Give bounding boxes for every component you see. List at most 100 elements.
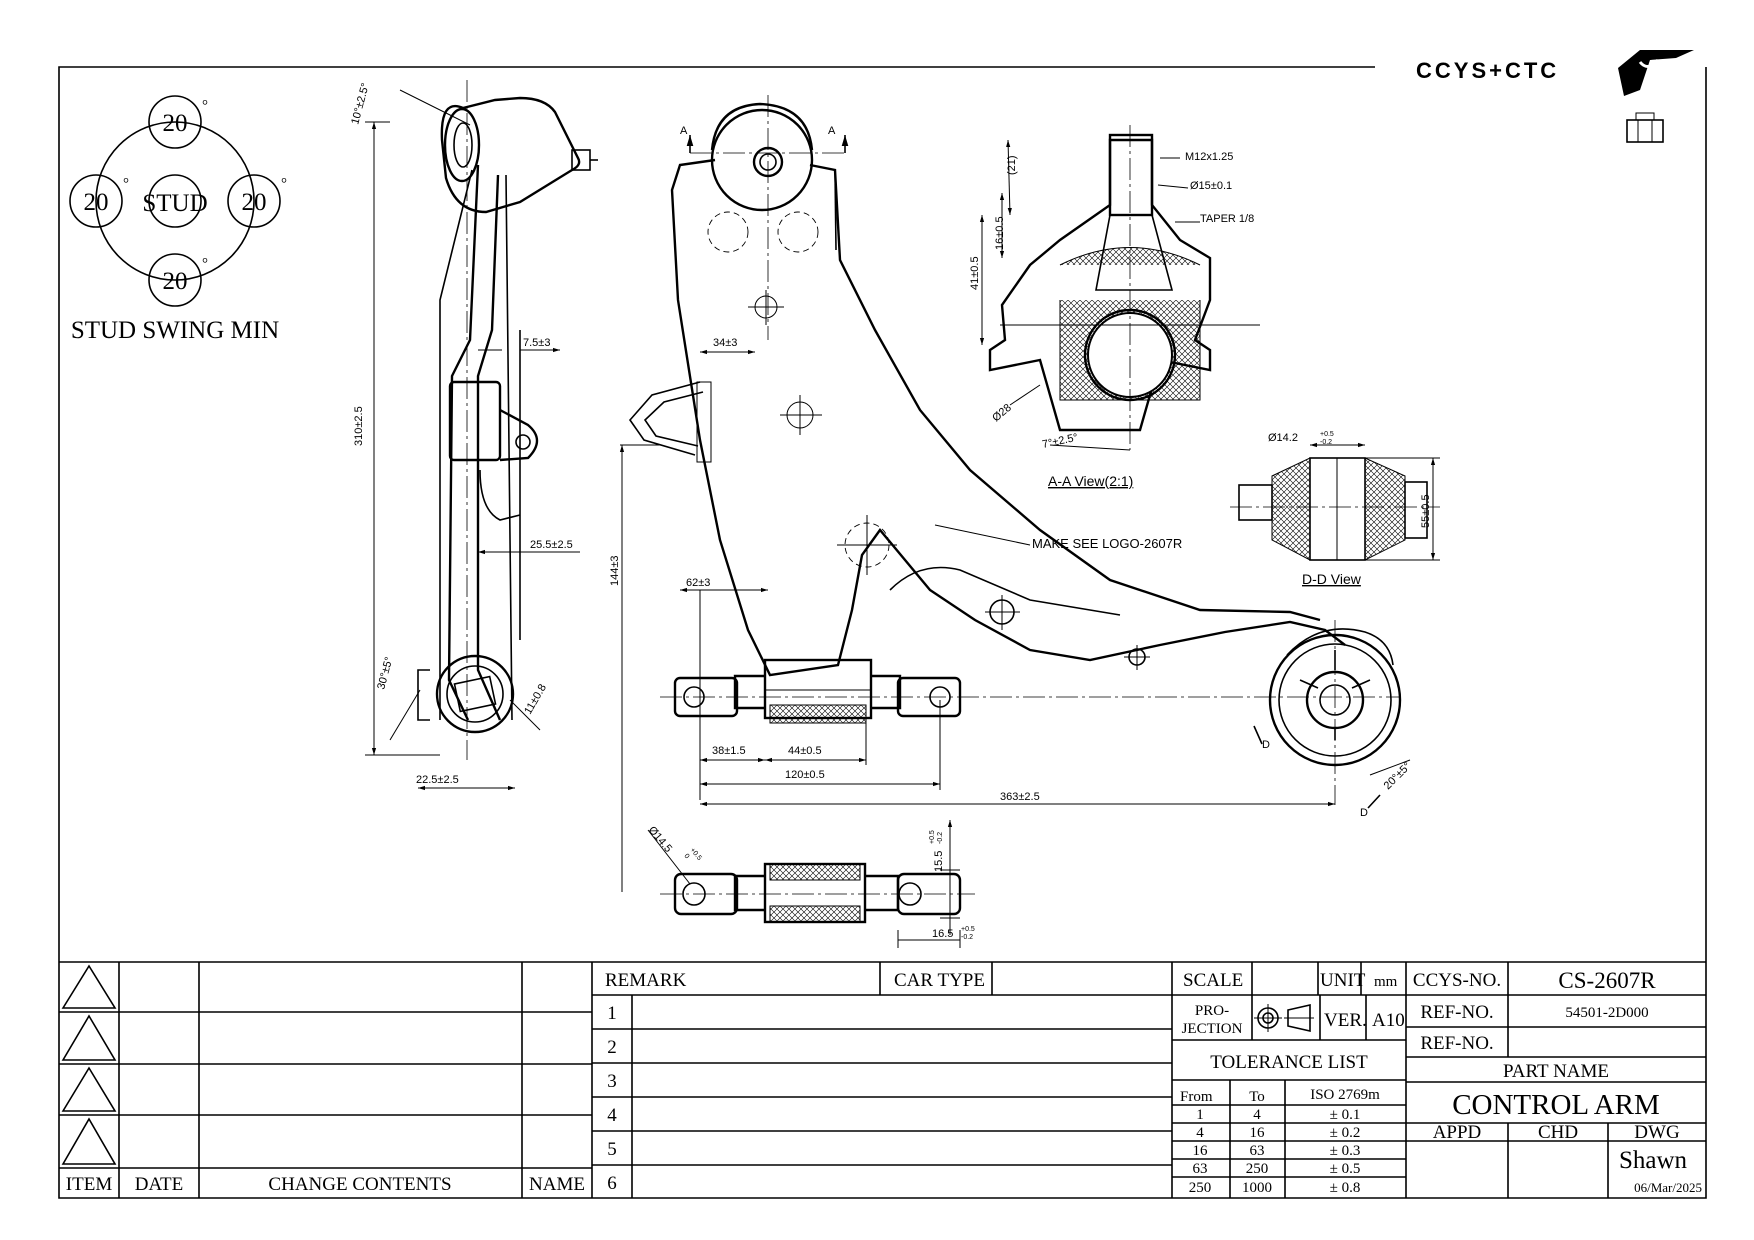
tol-to: 16 [1250, 1125, 1266, 1141]
header-date: DATE [135, 1174, 184, 1195]
stud-angle-top: 20 [163, 110, 188, 137]
aa-view-title: A-A View(2:1) [1048, 473, 1133, 489]
make-note: MAKE SEE LOGO-2607R [1032, 536, 1182, 551]
dim-16-label: 16±0.5 [994, 216, 1006, 250]
offset-22-label: 22.5±2.5 [416, 774, 459, 786]
stud-label: STUD [142, 190, 207, 217]
car-type-label: CAR TYPE [894, 970, 985, 991]
tol-header-to: To [1249, 1089, 1265, 1105]
section-a-right: A [828, 125, 836, 137]
tol-to: 250 [1246, 1161, 1269, 1177]
tol-value: ± 0.2 [1330, 1125, 1361, 1141]
sheet-frame [58, 66, 1707, 1199]
bb-height-tol-lower: -0.2 [937, 832, 944, 844]
section-dd-view: Ø14.2 +0.5 -0.2 55±0.5 D-D View [1230, 431, 1440, 587]
dim-41-label: 41±0.5 [969, 256, 981, 290]
main-view: A A 34±3 144±3 62±3 38±1.5 44±0.5 120±0.… [609, 95, 1414, 892]
offset-7-label: 7.5±3 [523, 337, 550, 349]
remark-row-num: 2 [607, 1037, 617, 1058]
section-a-left: A [680, 125, 688, 137]
remark-row-num: 4 [607, 1105, 617, 1126]
remark-row-num: 5 [607, 1139, 617, 1160]
remark-row-num: 6 [607, 1173, 617, 1194]
tol-to: 63 [1250, 1143, 1265, 1159]
ver-value: A10 [1372, 1010, 1405, 1031]
logo-wing-icon [1618, 50, 1694, 96]
projection-label-2: JECTION [1182, 1021, 1243, 1037]
thread-label: M12x1.25 [1185, 151, 1233, 163]
degree-mark: ° [202, 98, 208, 114]
ccys-no-value: CS-2607R [1558, 968, 1656, 993]
dim-44-label: 44±0.5 [788, 745, 822, 757]
nut-icon [1626, 112, 1664, 143]
header-item: ITEM [66, 1174, 113, 1195]
section-d-label: D [1360, 807, 1368, 819]
angle-top-label: 10°±2.5° [349, 82, 372, 126]
projection-label-1: PRO- [1195, 1003, 1229, 1019]
ccys-no-label: CCYS-NO. [1413, 970, 1501, 991]
dd-height-label: 55±0.5 [1420, 494, 1432, 528]
unit-value: mm [1374, 974, 1398, 990]
stud-swing-caption: STUD SWING MIN [71, 317, 279, 344]
title-block: SCALE UNIT mm PRO- JECTION VER. A10 TOLE… [1172, 962, 1706, 1198]
stud-angle-bottom: 20 [163, 268, 188, 295]
section-aa-view: M12x1.25 Ø15±0.1 TAPER 1/8 (21) 16±0.5 4… [969, 125, 1260, 489]
tol-to: 1000 [1242, 1180, 1272, 1196]
drawer-name: Shawn [1619, 1147, 1688, 1174]
chd-label: CHD [1538, 1122, 1578, 1143]
dd-view-title: D-D View [1302, 571, 1362, 587]
bush-width-label: 11±0.8 [522, 682, 549, 716]
company-logo: CCYS+CTC [1416, 50, 1694, 143]
stud-swing-diagram: STUD 20 20 20 20 ° ° ° ° STUD SWING MIN [69, 95, 287, 344]
projection-symbol-icon [1254, 1003, 1314, 1033]
dd-dia-label: Ø14.2 [1268, 432, 1298, 444]
dd-dia-tol-upper: +0.5 [1320, 431, 1334, 438]
dd-dia-tol-lower: -0.2 [1320, 439, 1332, 446]
length-310-label: 310±2.5 [353, 406, 365, 446]
bb-height-tol-upper: +0.5 [929, 830, 936, 844]
bb-width-tol-upper: +0.5 [961, 926, 975, 933]
shank-dia-label: Ø15±0.1 [1190, 180, 1232, 192]
dim-21-label: (21) [1006, 155, 1018, 175]
tol-from: 63 [1193, 1161, 1208, 1177]
stud-angle-right: 20 [242, 189, 267, 216]
section-d-label-2: D [1262, 739, 1270, 751]
tol-value: ± 0.3 [1330, 1143, 1361, 1159]
remark-label: REMARK [605, 970, 687, 991]
tol-value: ± 0.8 [1330, 1180, 1361, 1196]
logo-text: CCYS+CTC [1416, 58, 1559, 83]
bb-width-tol-lower: -0.2 [961, 934, 973, 941]
part-name-value: CONTROL ARM [1452, 1089, 1660, 1121]
unit-label: UNIT [1320, 970, 1366, 991]
scale-label: SCALE [1183, 970, 1243, 991]
remark-table: REMARK CAR TYPE 1 2 3 4 5 6 [592, 962, 1173, 1198]
ver-label: VER. [1324, 1010, 1367, 1031]
tolerance-title: TOLERANCE LIST [1210, 1052, 1368, 1073]
degree-mark: ° [202, 256, 208, 272]
side-view: 10°±2.5° 310±2.5 7.5±3 25.5±2.5 30°±5° 1… [349, 80, 598, 791]
tol-from: 1 [1196, 1107, 1204, 1123]
bb-dia-tol-lower: 0 [682, 853, 690, 861]
ref-no-label-2: REF-NO. [1420, 1033, 1493, 1054]
tol-from: 16 [1193, 1143, 1209, 1159]
ref-no-value: 54501-2D000 [1565, 1005, 1648, 1021]
angle-bottom-label: 30°±5° [375, 656, 395, 691]
degree-mark: ° [281, 176, 287, 192]
tol-from: 250 [1189, 1180, 1212, 1196]
tol-from: 4 [1196, 1125, 1204, 1141]
header-name: NAME [529, 1174, 585, 1195]
bb-dia-tol-upper: +0.5 [688, 847, 702, 862]
tol-header-iso: ISO 2769m [1310, 1087, 1380, 1103]
tol-value: ± 0.1 [1330, 1107, 1361, 1123]
dim-38-label: 38±1.5 [712, 745, 746, 757]
dim-144-label: 144±3 [609, 555, 621, 586]
appd-label: APPD [1433, 1122, 1482, 1143]
taper-label: TAPER 1/8 [1200, 213, 1254, 225]
dim-62-label: 62±3 [686, 577, 710, 589]
tol-to: 4 [1253, 1107, 1261, 1123]
offset-25-label: 25.5±2.5 [530, 539, 573, 551]
remark-row-num: 3 [607, 1071, 617, 1092]
dwg-label: DWG [1634, 1122, 1680, 1143]
bb-height-label: 15.5 [933, 851, 945, 872]
